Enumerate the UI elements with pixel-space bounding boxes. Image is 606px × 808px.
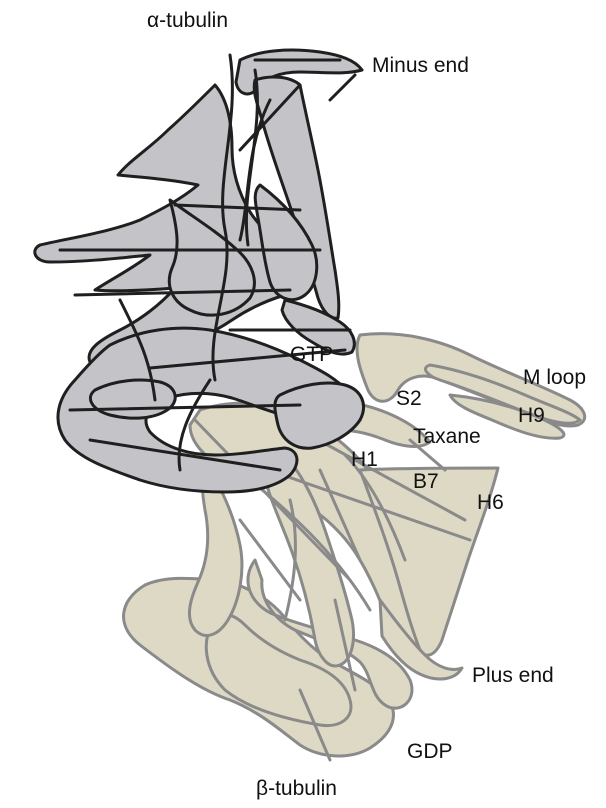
alpha-top-fan — [252, 75, 341, 320]
label-h1: H1 — [351, 448, 378, 471]
beta-strand-lines — [193, 418, 472, 762]
label-h6: H6 — [477, 491, 504, 514]
alpha-inner-loop — [89, 378, 177, 420]
label-minus-end: Minus end — [372, 54, 469, 77]
alpha-right-coil — [253, 183, 319, 301]
beta-mid-strand — [262, 447, 355, 668]
alpha-strand-lines — [58, 53, 357, 472]
label-gdp: GDP — [407, 740, 453, 763]
label-beta-tubulin: β-tubulin — [256, 777, 337, 800]
beta-inner-loop-1 — [204, 613, 353, 728]
alpha-tubulin-ribbon — [33, 48, 365, 494]
beta-left-sheet — [187, 468, 244, 637]
alpha-inner-coil — [167, 198, 256, 317]
label-b7: B7 — [413, 470, 439, 493]
label-plus-end: Plus end — [472, 664, 554, 687]
beta-h9-strand — [448, 393, 566, 440]
label-m-loop: M loop — [523, 366, 586, 389]
beta-plus-end-tail — [378, 598, 464, 681]
label-s2: S2 — [396, 387, 422, 410]
label-taxane: Taxane — [413, 425, 481, 448]
label-h9: H9 — [518, 404, 545, 427]
beta-m-loop-strand — [424, 363, 582, 425]
alpha-gtp-pocket — [273, 381, 365, 450]
label-gtp: GTP — [290, 343, 333, 366]
label-alpha-tubulin: α-tubulin — [147, 9, 228, 32]
